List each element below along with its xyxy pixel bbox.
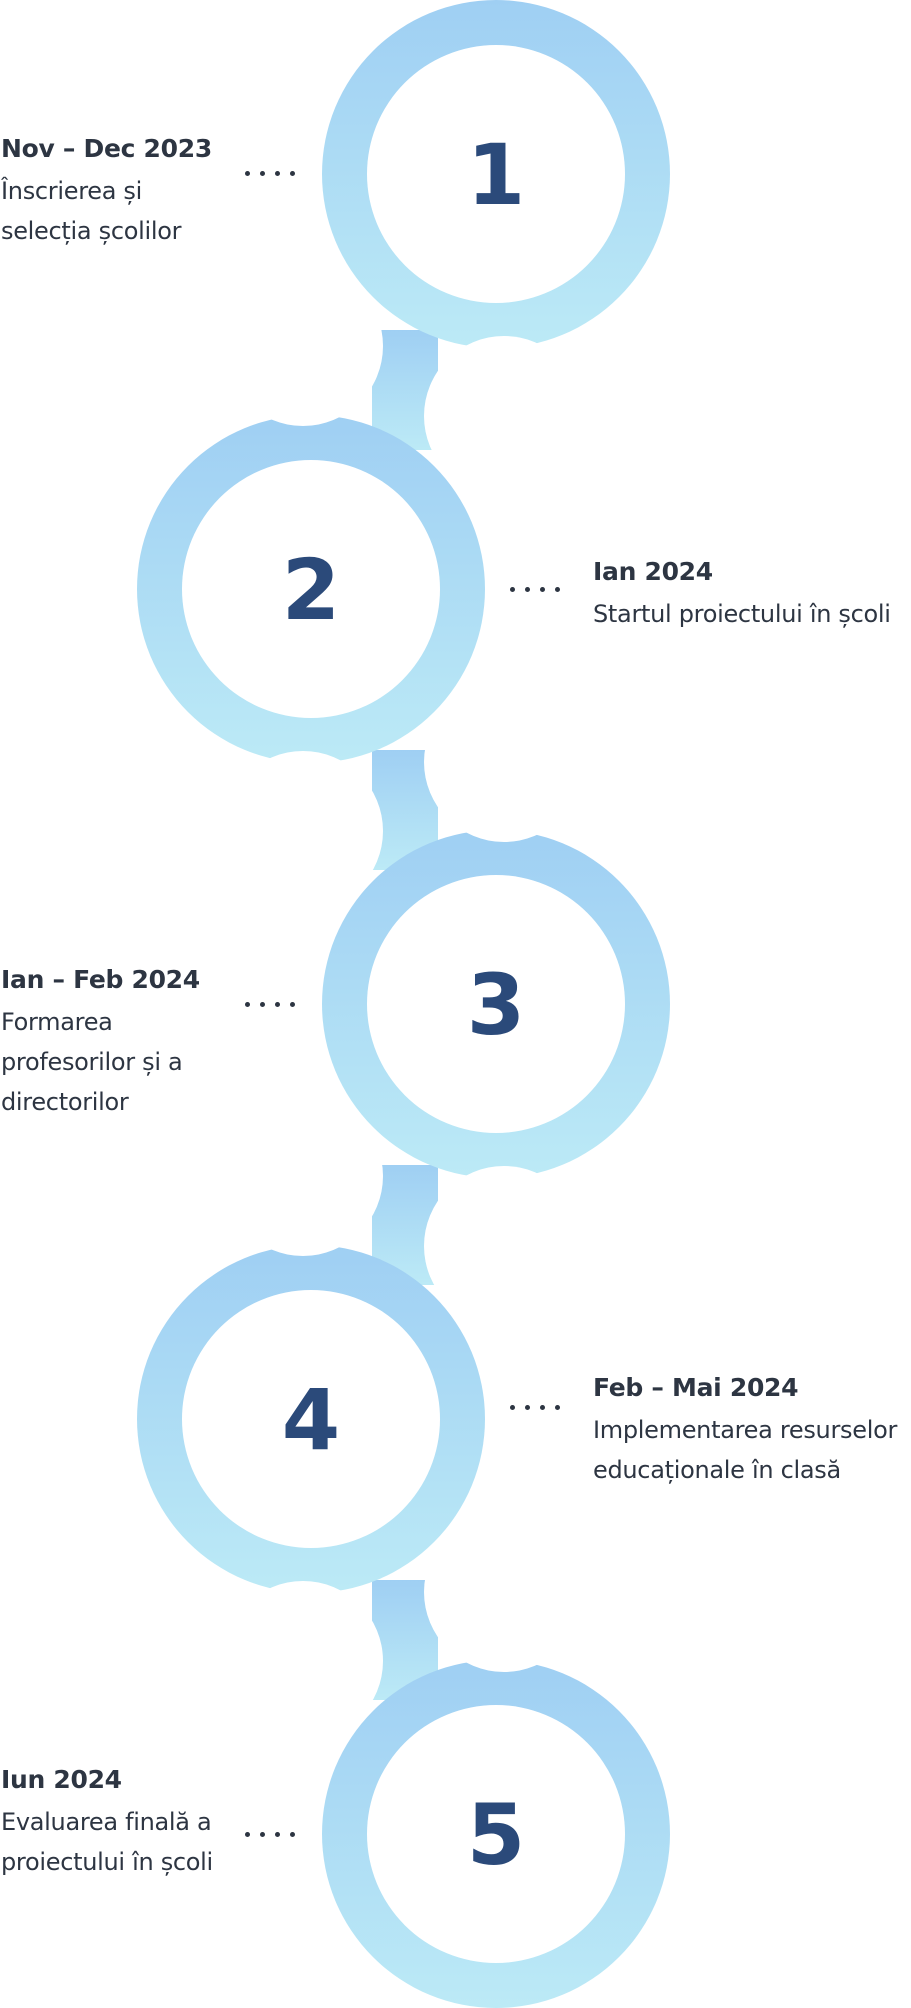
step-desc-line: Implementarea resurselor: [593, 1416, 898, 1444]
step-label-5: Iun 2024 Evaluarea finală a proiectului …: [1, 1765, 241, 1882]
step-desc-line: Înscrierea și: [1, 177, 143, 205]
step-circle-5: [367, 1705, 625, 1963]
step-label-3: Ian – Feb 2024 Formarea profesorilor și …: [1, 965, 231, 1122]
step-desc-line: proiectului în școli: [1, 1848, 213, 1876]
curve-notch: [424, 1512, 584, 1672]
step-number-4: 4: [282, 1371, 340, 1469]
step-circle-4: [182, 1290, 440, 1548]
step-desc-line: Formarea: [1, 1008, 113, 1036]
step-desc-line: educaționale în clasă: [593, 1456, 841, 1484]
leader-dots-5: [245, 1832, 295, 1837]
step-desc-5: Evaluarea finală a proiectului în școli: [1, 1802, 241, 1882]
step-date-5: Iun 2024: [1, 1765, 122, 1794]
step-number-1: 1: [467, 126, 525, 224]
step-desc-line: directorilor: [1, 1088, 129, 1116]
step-desc-line: Evaluarea finală a: [1, 1808, 212, 1836]
curve-notch: [424, 1166, 584, 1326]
step-circle-2: [182, 460, 440, 718]
curve-notch: [223, 751, 383, 911]
step-label-1: Nov – Dec 2023 Înscrierea și selecția șc…: [1, 134, 231, 251]
leader-dots-3: [245, 1002, 295, 1007]
step-date-2: Ian 2024: [593, 557, 713, 586]
curve-notch: [424, 336, 584, 496]
step-desc-line: Startul proiectului în școli: [593, 600, 891, 628]
step-label-4: Feb – Mai 2024 Implementarea resurselor …: [593, 1373, 908, 1490]
curve-notch: [223, 266, 383, 426]
step-desc-3: Formarea profesorilor și a directorilor: [1, 1002, 231, 1122]
leader-dots-2: [510, 587, 560, 592]
step-circle-3: [367, 875, 625, 1133]
step-date-4: Feb – Mai 2024: [593, 1373, 799, 1402]
step-desc-line: profesorilor și a: [1, 1048, 183, 1076]
step-desc-1: Înscrierea și selecția școlilor: [1, 171, 231, 251]
step-number-5: 5: [467, 1786, 525, 1884]
curve-notch: [424, 682, 584, 842]
step-desc-2: Startul proiectului în școli: [593, 594, 908, 634]
step-date-1: Nov – Dec 2023: [1, 134, 212, 163]
step-label-2: Ian 2024 Startul proiectului în școli: [593, 557, 908, 634]
step-number-2: 2: [282, 541, 340, 639]
step-desc-4: Implementarea resurselor educaționale în…: [593, 1410, 908, 1490]
curve-notch: [223, 1096, 383, 1256]
leader-dots-1: [245, 171, 295, 176]
step-desc-line: selecția școlilor: [1, 217, 182, 245]
step-circle-1: [367, 45, 625, 303]
step-number-3: 3: [467, 956, 525, 1054]
step-date-3: Ian – Feb 2024: [1, 965, 200, 994]
curve-notch: [223, 1581, 383, 1741]
leader-dots-4: [510, 1405, 560, 1410]
